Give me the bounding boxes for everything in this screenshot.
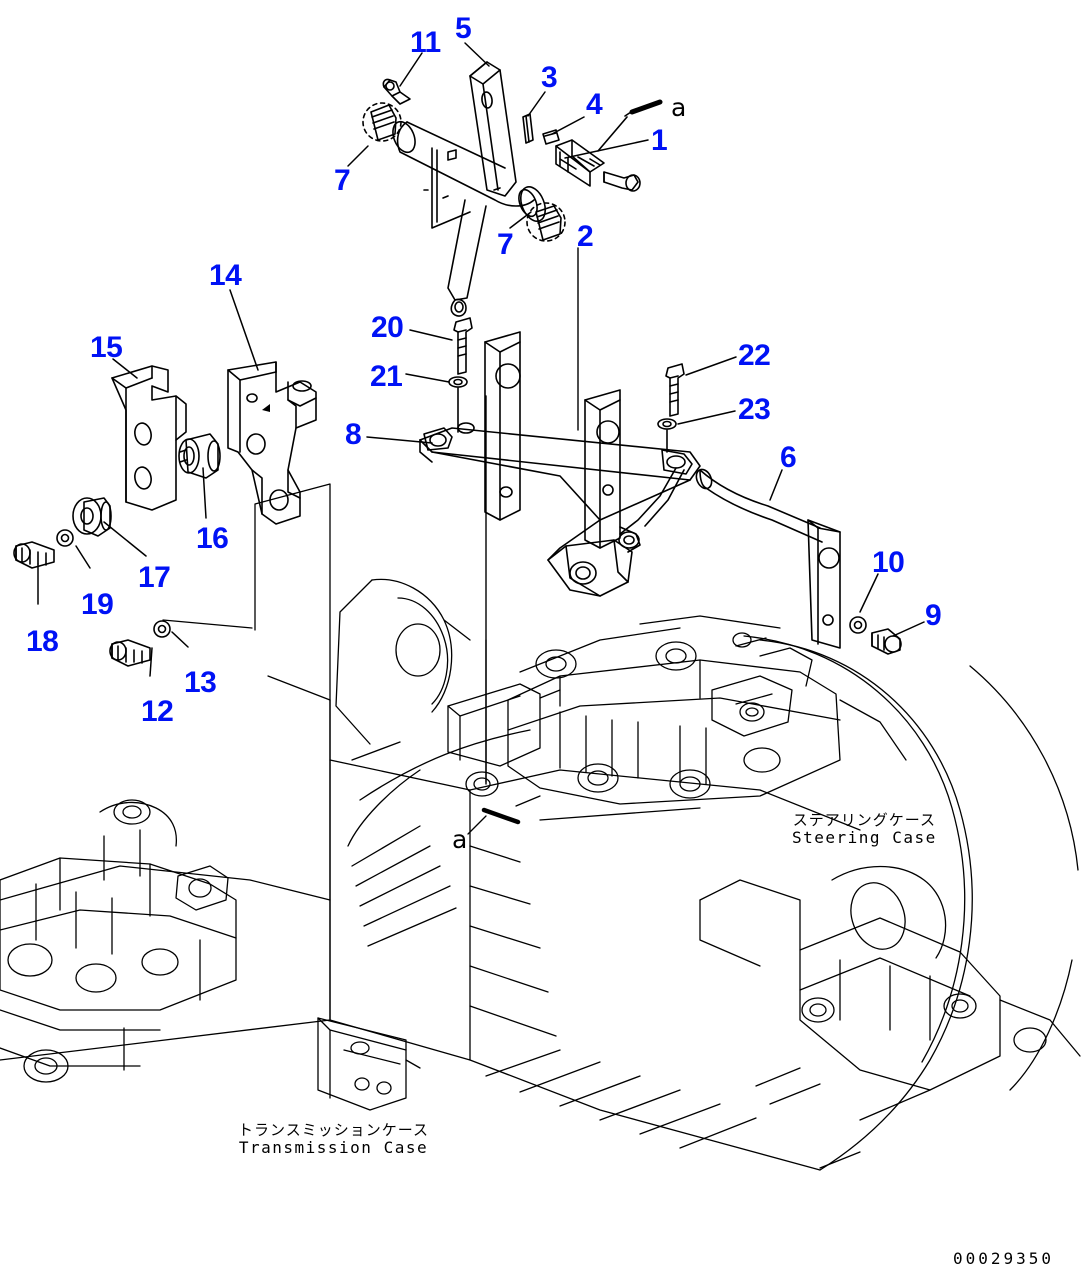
callout-7-second: 7 xyxy=(497,228,514,261)
callout-13: 13 xyxy=(184,666,217,699)
callout-20: 20 xyxy=(371,311,404,344)
callout-15: 15 xyxy=(90,331,123,364)
callout-19: 19 xyxy=(81,588,114,621)
callout-22: 22 xyxy=(738,339,771,372)
callout-8: 8 xyxy=(345,418,362,451)
callout-2: 2 xyxy=(577,220,594,253)
caption-steering-case: ステアリングケース Steering Case xyxy=(792,812,937,847)
callout-17: 17 xyxy=(138,561,171,594)
callout-7: 7 xyxy=(334,164,351,197)
section-marker-a-top: a xyxy=(671,93,687,122)
callout-5: 5 xyxy=(455,12,472,45)
caption-steering-case-en: Steering Case xyxy=(792,827,937,847)
callout-12: 12 xyxy=(141,695,174,728)
callout-11: 11 xyxy=(410,26,441,59)
caption-transmission-case-en: Transmission Case xyxy=(238,1137,429,1157)
caption-steering-case-jp: ステアリングケース xyxy=(792,811,936,829)
section-marker-a-bottom: a xyxy=(452,825,468,854)
callout-3: 3 xyxy=(541,61,558,94)
caption-transmission-case-jp: トランスミッションケース xyxy=(238,1121,429,1139)
callout-6: 6 xyxy=(780,441,797,474)
callout-14: 14 xyxy=(209,259,242,292)
callout-10: 10 xyxy=(872,546,905,579)
callout-21: 21 xyxy=(370,360,403,393)
callout-18: 18 xyxy=(26,625,59,658)
caption-transmission-case: トランスミッションケース Transmission Case xyxy=(238,1122,429,1157)
callout-1: 1 xyxy=(651,124,668,157)
callout-9: 9 xyxy=(925,599,942,632)
callout-16: 16 xyxy=(196,522,229,555)
callout-23: 23 xyxy=(738,393,771,426)
drawing-number: 00029350 xyxy=(953,1249,1055,1268)
callout-4: 4 xyxy=(586,88,603,121)
